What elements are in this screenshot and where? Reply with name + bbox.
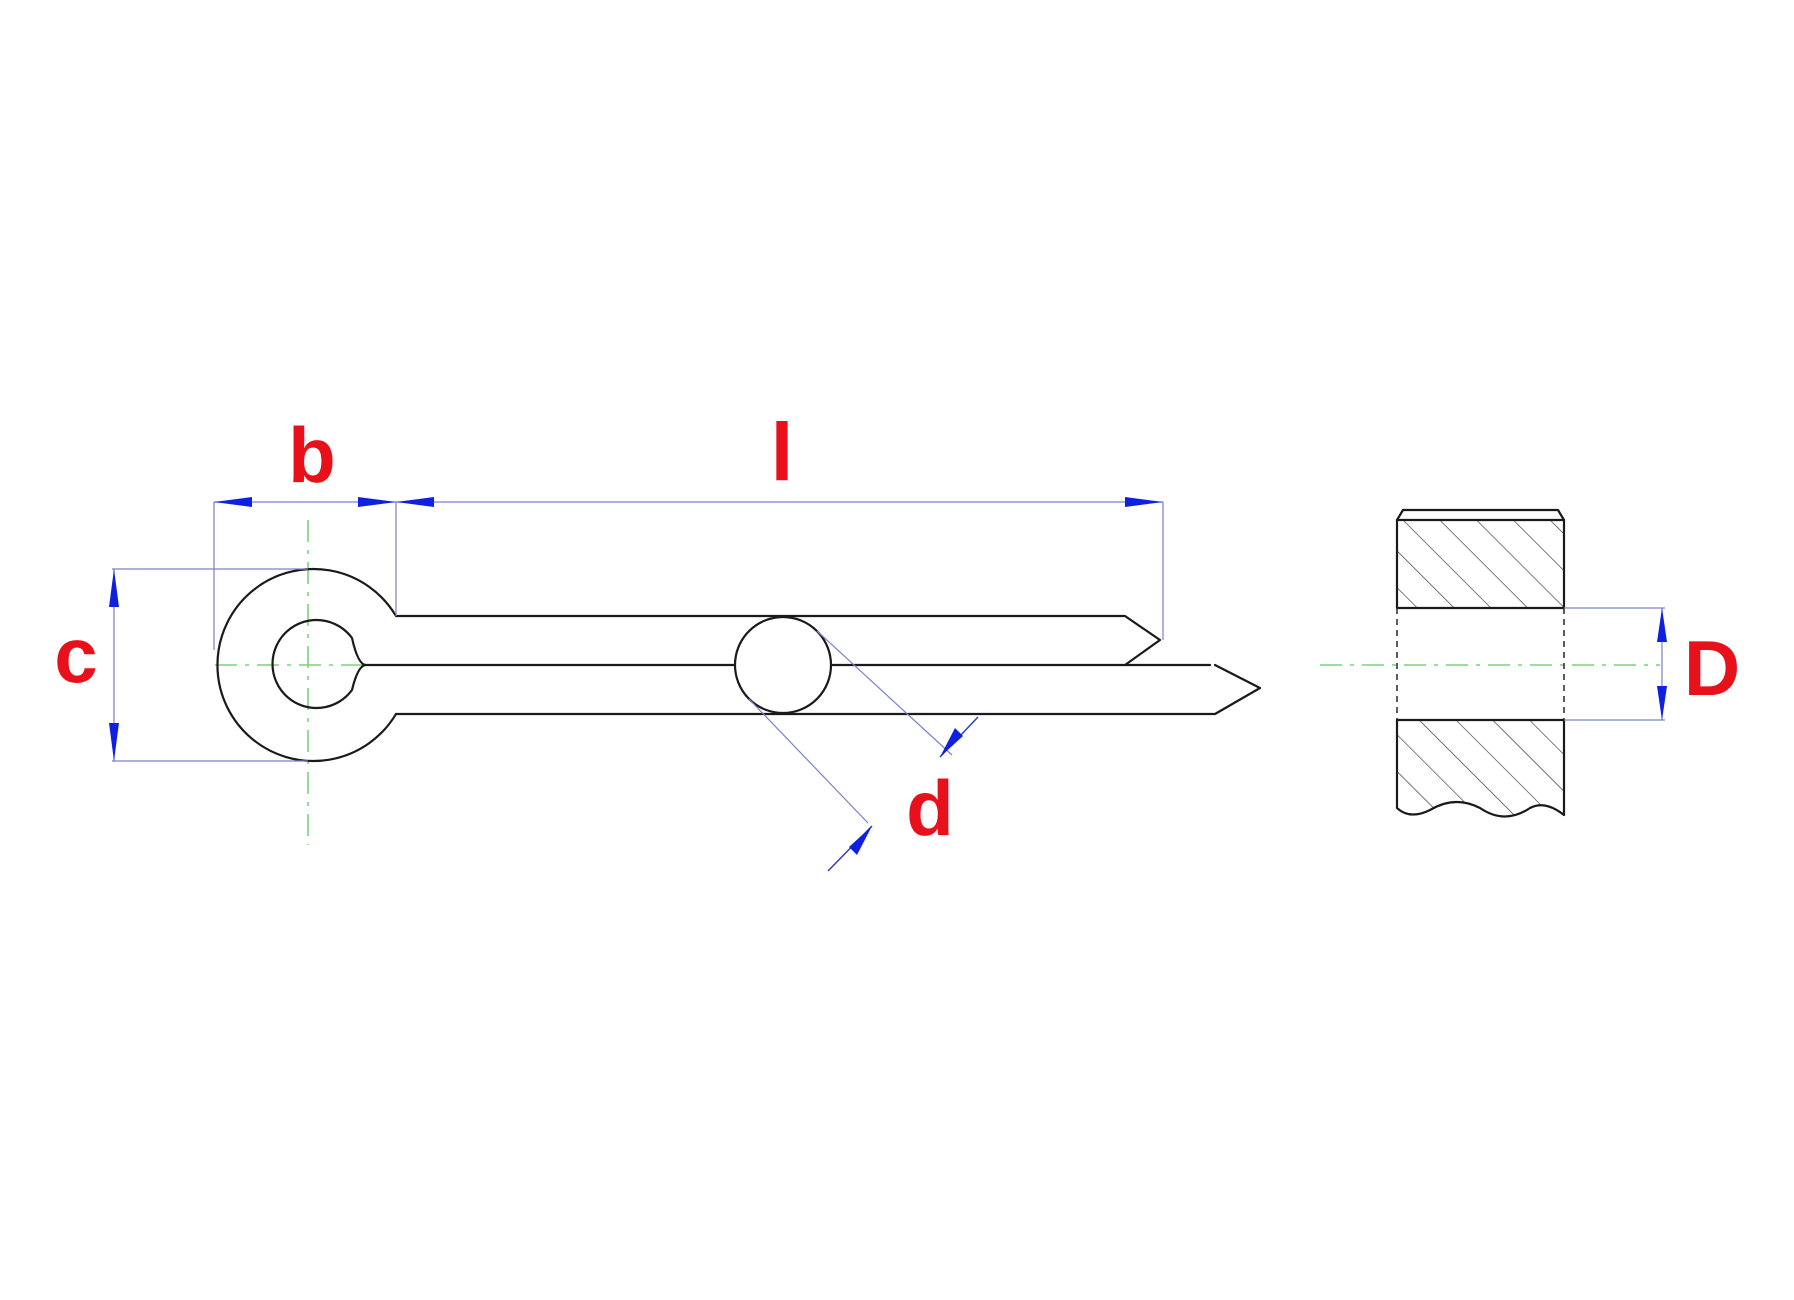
label-c: c xyxy=(54,611,97,699)
dim-extension-d-upper xyxy=(816,630,953,756)
dim-b-arrow-right xyxy=(358,497,396,507)
section-top-block-chamfer xyxy=(1395,508,1566,522)
dimensions xyxy=(109,497,1667,872)
cotter-pin xyxy=(216,567,1262,763)
dim-D-arrow-top xyxy=(1657,608,1667,642)
label-b: b xyxy=(288,411,336,499)
pin-wire-section-circle xyxy=(733,615,833,715)
label-l: l xyxy=(771,408,794,499)
pin-upper-leg-outline xyxy=(216,567,1162,763)
dim-d-arrow-lower xyxy=(849,826,872,855)
center-lines xyxy=(215,520,1660,845)
section-top-block xyxy=(1395,518,1566,610)
label-d: d xyxy=(906,764,954,852)
dim-b-arrow-left xyxy=(214,497,252,507)
dim-d-arrow-upper xyxy=(940,728,963,757)
dim-extension-d-lower xyxy=(748,698,869,824)
dim-l-arrow-left xyxy=(396,497,434,507)
dim-l-arrow-right xyxy=(1125,497,1163,507)
dim-c-arrow-bottom xyxy=(109,723,119,761)
pin-eye-inner xyxy=(271,618,368,710)
dim-D-arrow-bottom xyxy=(1657,686,1667,720)
section-bottom-block xyxy=(1395,718,1566,818)
pin-lower-leg-outline xyxy=(394,663,1262,716)
dimension-labels: b l c d D xyxy=(54,408,1740,853)
label-D: D xyxy=(1684,624,1740,712)
hole-section xyxy=(1395,508,1566,818)
dim-c-arrow-top xyxy=(109,569,119,607)
